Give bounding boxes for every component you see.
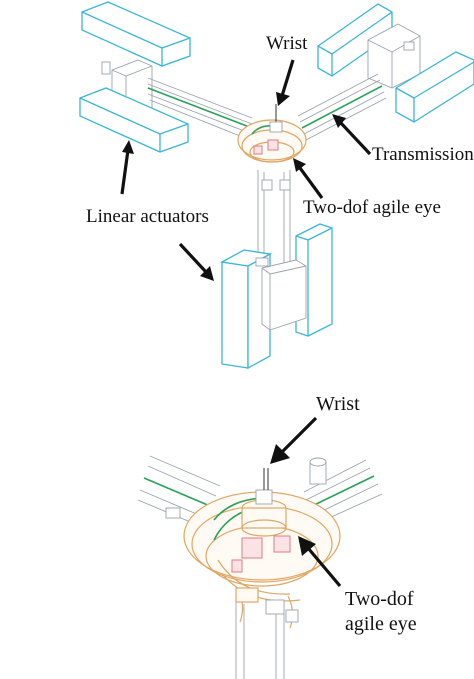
- arrow-two-dof-eye-top: [293, 158, 324, 199]
- label-linear-actuators: Linear actuators: [86, 206, 209, 227]
- agile-eye-top: [237, 104, 307, 163]
- arrow-wrist-detail: [270, 416, 318, 464]
- actuator-right: [395, 51, 474, 123]
- label-wrist-top: Wrist: [266, 33, 308, 54]
- label-two-dof-detail-line1: Two-dof: [345, 588, 414, 610]
- carriage-lower: [255, 257, 307, 331]
- arrow-two-dof-detail: [298, 536, 342, 588]
- label-transmission: Transmission: [372, 144, 474, 165]
- transmission-rail-left: [147, 77, 253, 141]
- actuator-lower-left: [79, 87, 189, 153]
- detail-view: Wrist Two-dof agile eye: [137, 393, 417, 679]
- actuator-lower: [220, 249, 272, 370]
- actuator-upper-left: [81, 1, 191, 67]
- carriage-right: [367, 23, 421, 89]
- arrow-wrist-top: [276, 59, 295, 106]
- detail-agile-eye: [183, 468, 341, 629]
- arrow-linear-actuator-lower: [178, 242, 214, 281]
- label-two-dof-eye-top: Two-dof agile eye: [303, 197, 441, 218]
- arrow-transmission: [332, 114, 372, 156]
- top-assembly-view: Wrist Transmission Two-dof agile eye Lin…: [79, 1, 474, 370]
- arrow-linear-actuator-upper: [120, 140, 134, 195]
- detail-column: [235, 587, 299, 679]
- label-two-dof-detail-line2: agile eye: [345, 613, 417, 635]
- label-wrist-detail: Wrist: [316, 393, 360, 415]
- transmission-rail-right: [297, 73, 387, 141]
